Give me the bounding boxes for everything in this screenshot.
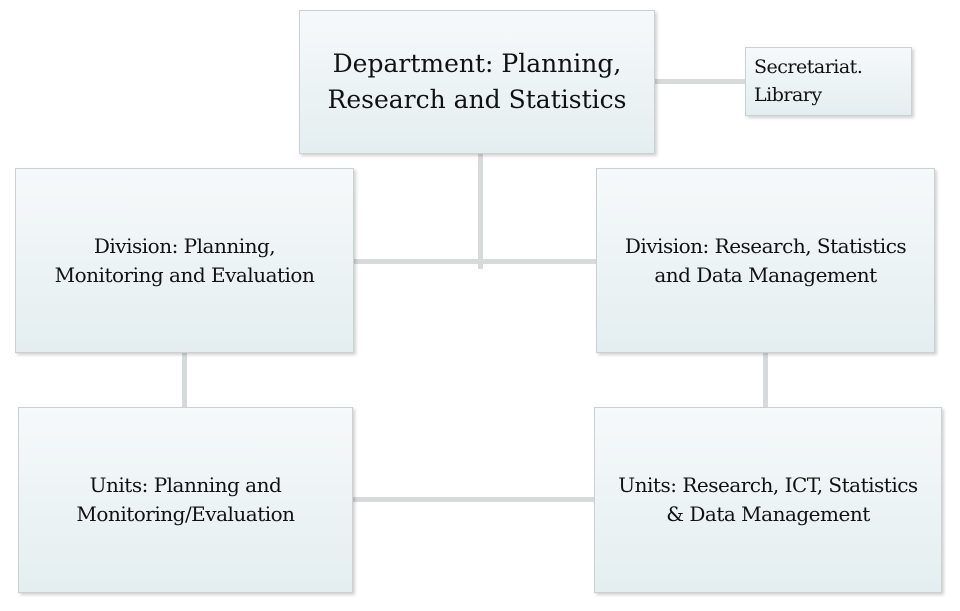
connector-dept-to-side (654, 79, 746, 84)
secretariat-library-label: Secretariat. Library (754, 55, 863, 106)
connector-dept-trunk (478, 152, 483, 269)
units-planning-label: Units: Planning and Monitoring/Evaluatio… (76, 473, 295, 526)
units-research-label: Units: Research, ICT, Statistics & Data … (618, 473, 918, 526)
units-planning-box: Units: Planning and Monitoring/Evaluatio… (18, 407, 353, 593)
division-planning-box: Division: Planning, Monitoring and Evalu… (15, 168, 354, 353)
units-research-box: Units: Research, ICT, Statistics & Data … (594, 407, 942, 593)
division-research-label: Division: Research, Statistics and Data … (624, 233, 907, 287)
connector-divisions (353, 259, 597, 264)
division-planning-label: Division: Planning, Monitoring and Evalu… (54, 233, 315, 287)
department-box: Department: Planning, Research and Stati… (299, 10, 655, 154)
connector-units (352, 497, 595, 502)
secretariat-library-box: Secretariat. Library (745, 47, 912, 116)
connector-left-division-to-unit (182, 352, 187, 408)
connector-right-division-to-unit (763, 352, 768, 408)
division-research-box: Division: Research, Statistics and Data … (596, 168, 935, 353)
department-label: Department: Planning, Research and Stati… (327, 48, 627, 114)
